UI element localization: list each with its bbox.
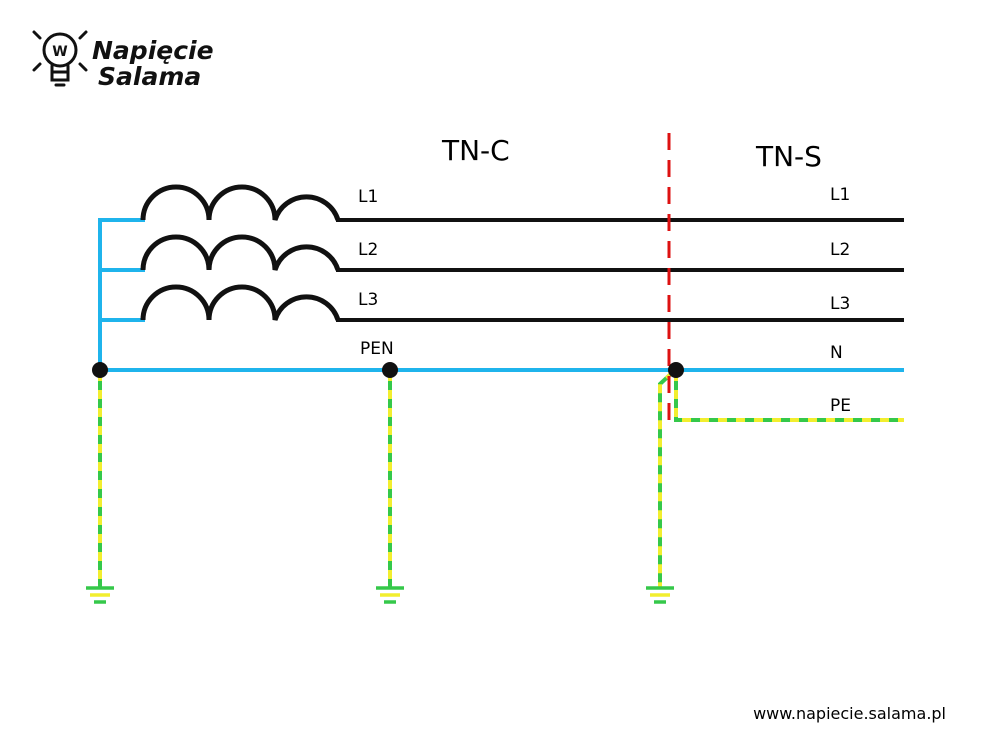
node-star — [92, 362, 108, 378]
winding-l1 — [140, 184, 341, 221]
earth-symbol-3 — [646, 586, 674, 604]
section-title-tnc: TN-C — [441, 134, 510, 167]
earth-symbol-2 — [376, 586, 404, 604]
phase-conductors — [336, 218, 904, 322]
node-pen-earth — [382, 362, 398, 378]
node-split — [668, 362, 684, 378]
label-tnc-pen: PEN — [360, 339, 394, 359]
label-tnc-l3: L3 — [358, 290, 378, 310]
section-title-tns: TN-S — [755, 140, 822, 173]
earth-symbol-1 — [86, 586, 114, 604]
winding-l2 — [140, 234, 341, 271]
label-tns-l1: L1 — [830, 185, 850, 205]
logo-text-line1: Napięcie — [92, 36, 214, 65]
footer-url[interactable]: www.napiecie.salama.pl — [753, 704, 946, 723]
winding-l3 — [140, 284, 341, 321]
earth-symbols — [86, 586, 674, 604]
logo-text-line2: Salama — [98, 62, 201, 91]
pe-conductors — [98, 370, 904, 588]
label-tnc-l2: L2 — [358, 240, 378, 260]
winding-coils — [140, 184, 341, 321]
conductor-pe — [674, 372, 904, 422]
star-point-neutral — [98, 218, 145, 370]
label-tns-l2: L2 — [830, 240, 850, 260]
connection-nodes — [92, 362, 684, 378]
label-tns-pe: PE — [830, 396, 851, 416]
earth-lead-3 — [658, 370, 675, 588]
logo: W Napięcie Salama — [32, 30, 214, 91]
label-tnc-l1: L1 — [358, 187, 378, 207]
logo-bulb-letter: W — [52, 44, 67, 60]
label-tns-n: N — [830, 343, 843, 363]
lightbulb-icon — [32, 30, 88, 87]
label-tns-l3: L3 — [830, 294, 850, 314]
